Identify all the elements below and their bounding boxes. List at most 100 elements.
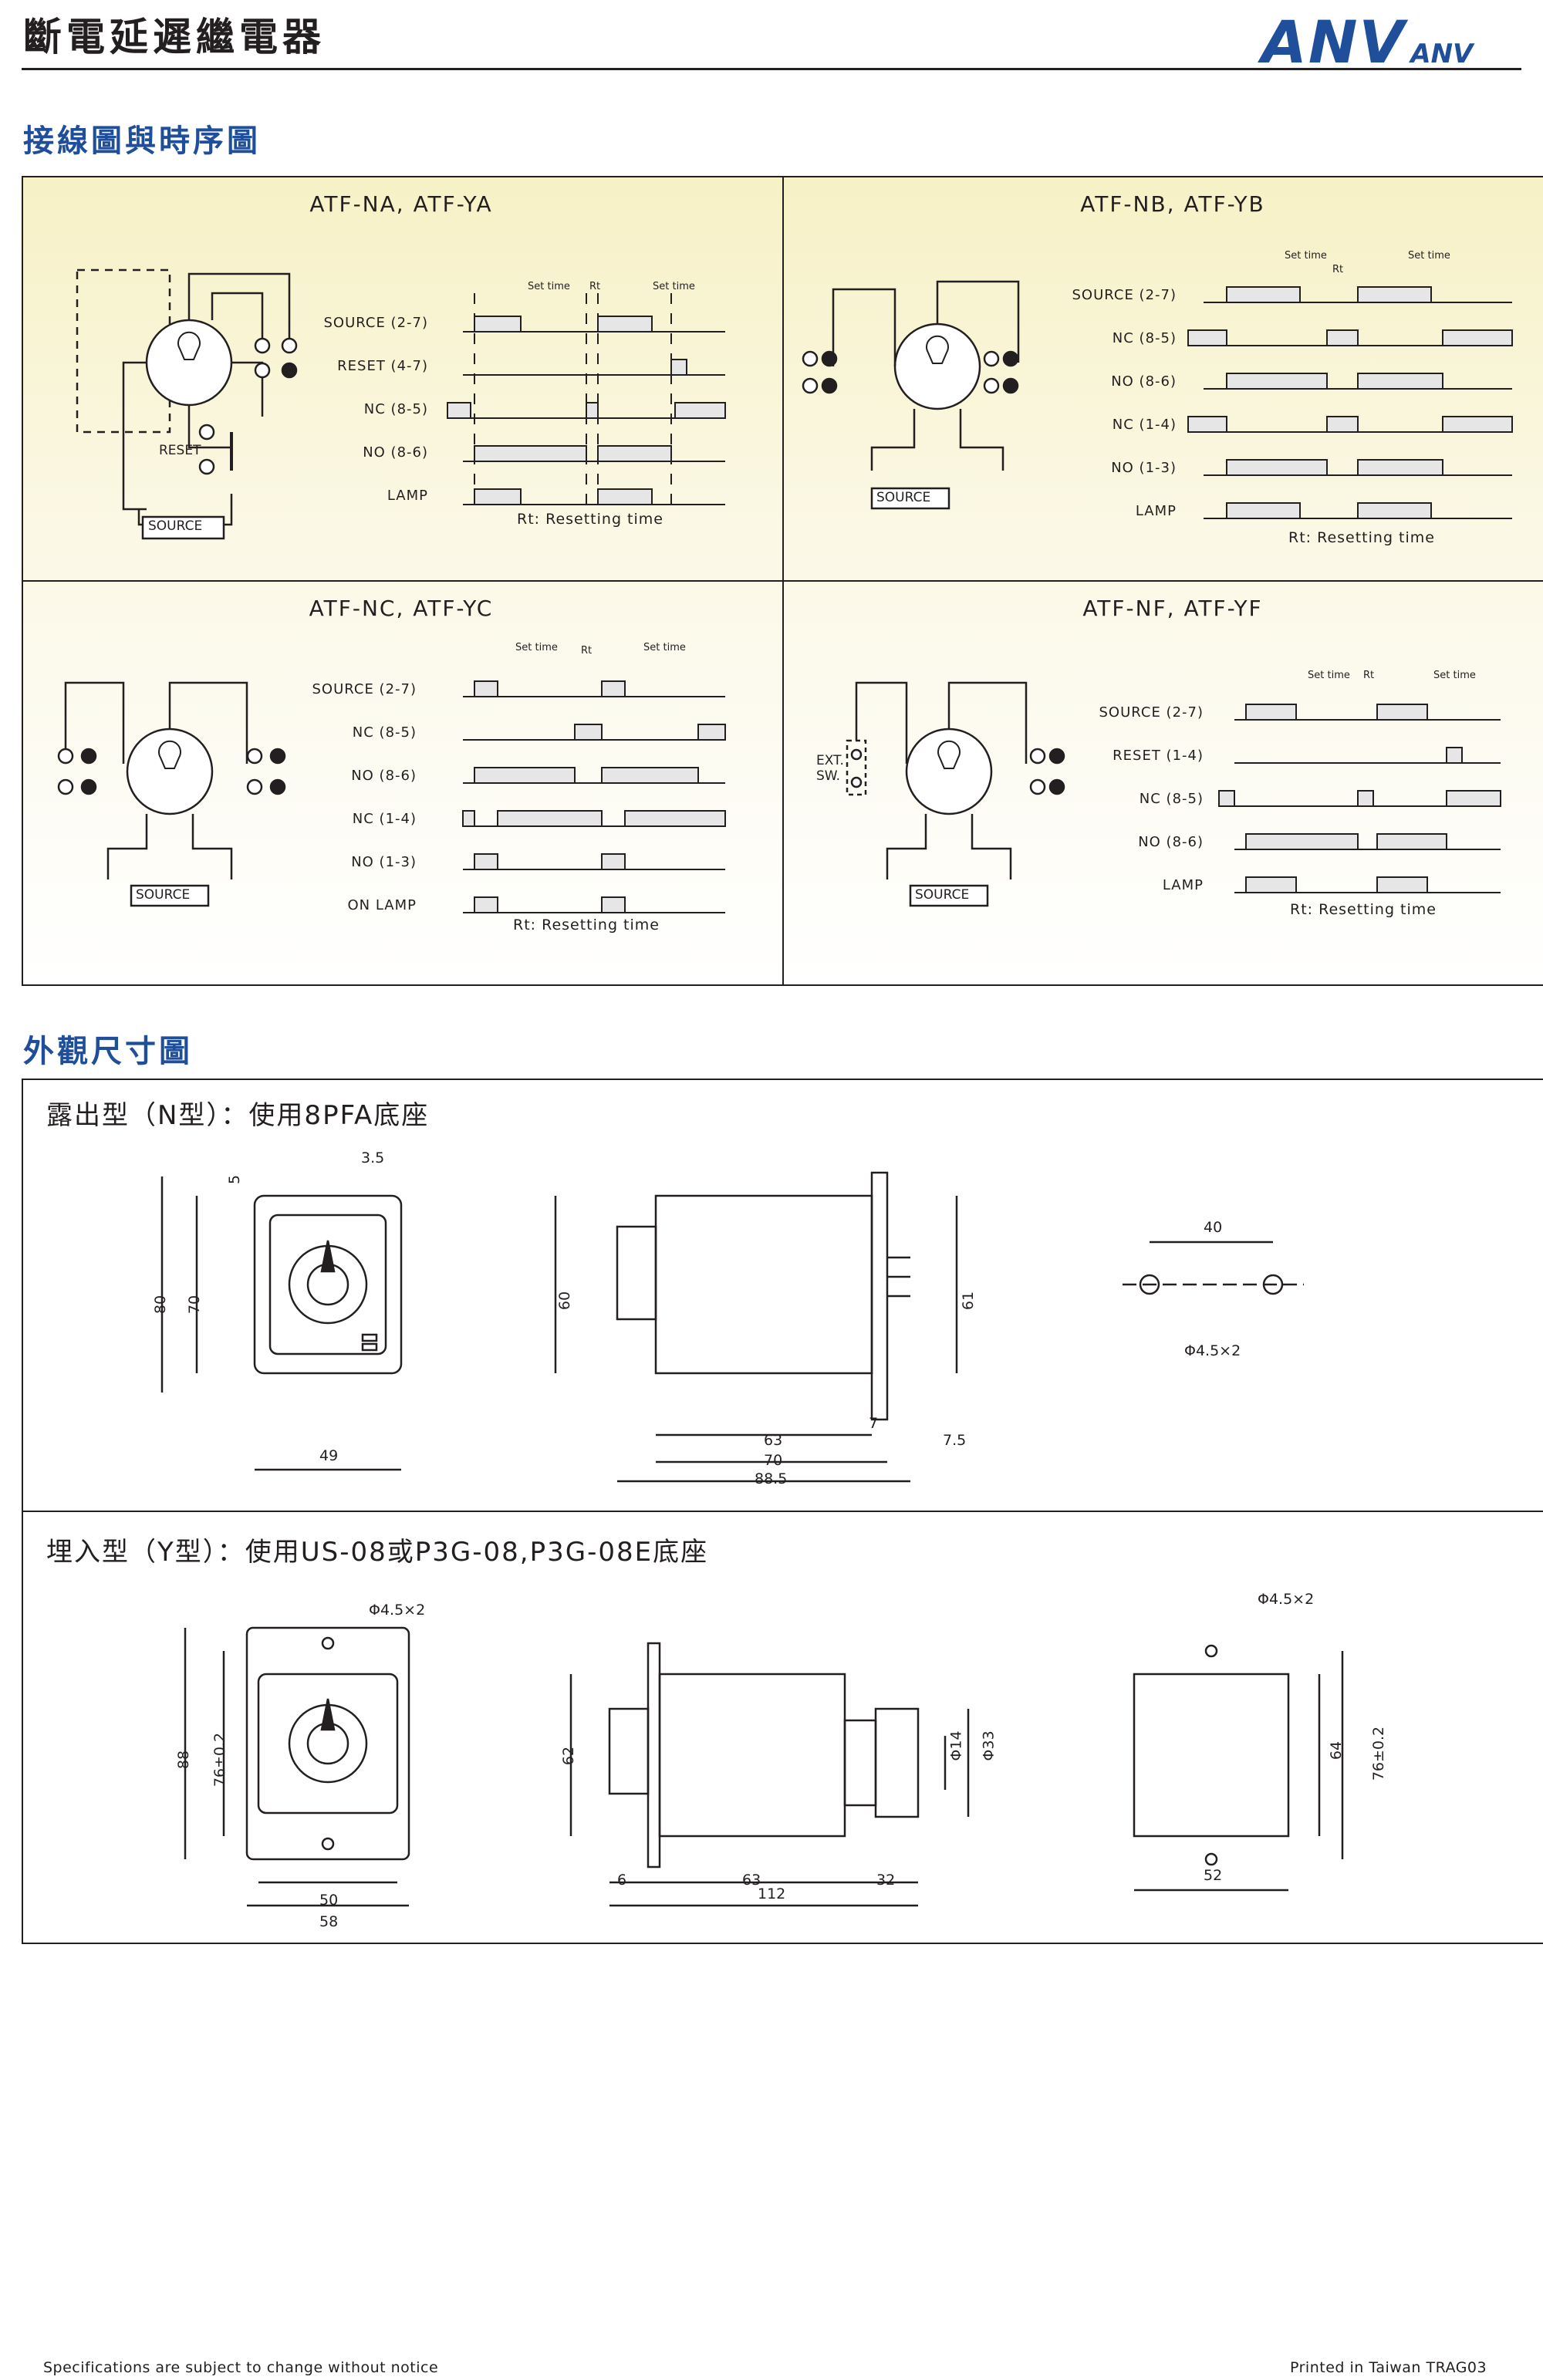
wiring-diagram-nc [57, 681, 286, 907]
dim-label: 76±0.2 [1370, 1726, 1388, 1781]
dim-label: Φ33 [980, 1730, 998, 1761]
source-label: SOURCE [148, 518, 203, 534]
header-rule [22, 68, 1521, 70]
dim-label: 70 [764, 1452, 783, 1469]
signal-label: SOURCE (2-7) [1099, 704, 1204, 721]
wiring-diagram-na [76, 268, 298, 540]
signal-label: NC (1-4) [352, 811, 417, 827]
wiring-diagram-nf [846, 681, 1065, 907]
signal-label: NO (1-3) [351, 854, 417, 870]
rt-label: Rt [1363, 670, 1375, 681]
signal-label: NC (1-4) [1112, 417, 1177, 433]
footer-left: Specifications are subject to change wit… [43, 2359, 439, 2376]
cell-title-nb: ATF-NB, ATF-YB [1080, 191, 1265, 217]
signal-label: LAMP [387, 488, 428, 504]
cell-title-nf: ATF-NF, ATF-YF [1082, 596, 1263, 621]
cell-title-nc: ATF-NC, ATF-YC [309, 596, 494, 621]
signal-label: ON LAMP [347, 897, 417, 913]
signal-label: SOURCE (2-7) [1072, 287, 1177, 303]
signal-label: RESET (4-7) [337, 358, 428, 374]
set-time-label: Set time [653, 281, 695, 292]
signal-label: LAMP [1135, 503, 1177, 519]
set-time-label: Set time [528, 281, 570, 292]
rt-label: Rt [581, 645, 593, 657]
rt-note: Rt: Resetting time [1288, 529, 1435, 546]
logo-small-text: ANV [1410, 39, 1474, 69]
set-time-label: Set time [1285, 250, 1327, 262]
dim-label: 52 [1204, 1867, 1223, 1884]
dim-label: 49 [319, 1447, 339, 1464]
dim-label: Φ4.5×2 [1258, 1591, 1315, 1608]
n-type-title: 露出型（N型）：使用8PFA底座 [46, 1100, 430, 1131]
timing-chart-nc [462, 680, 726, 913]
y-type-title: 埋入型（Y型）：使用US-08或P3G-08,P3G-08E底座 [46, 1537, 709, 1568]
dim-label: Φ4.5×2 [1184, 1342, 1241, 1359]
signal-label: NO (8-6) [351, 768, 417, 784]
dim-label: 32 [876, 1872, 896, 1889]
dim-label: 64 [1328, 1740, 1345, 1761]
set-time-label: Set time [515, 642, 558, 653]
rt-label: Rt [1332, 264, 1344, 275]
dim-label: 88.5 [755, 1470, 788, 1487]
y-side-body [658, 1673, 846, 1838]
n-front-body [253, 1194, 403, 1375]
dimension-section-title: 外觀尺寸圖 [23, 1034, 193, 1069]
signal-label: NO (8-6) [363, 444, 428, 461]
signal-label: SOURCE (2-7) [312, 681, 417, 697]
rt-label: Rt [589, 281, 601, 292]
page-title: 斷電延遲繼電器 [23, 15, 326, 59]
source-label: SOURCE [915, 887, 970, 903]
signal-label: NC (8-5) [1112, 330, 1177, 346]
wiring-diagram-nb [802, 280, 1020, 510]
set-time-label: Set time [1308, 670, 1350, 681]
signal-label: NO (8-6) [1111, 373, 1177, 390]
rt-note: Rt: Resetting time [517, 511, 663, 528]
dim-label: 60 [556, 1291, 574, 1311]
dim-label: 112 [758, 1885, 786, 1902]
dim-label: 3.5 [361, 1149, 385, 1166]
wiring-horizontal-divider [22, 580, 1543, 582]
timing-chart-nb [1187, 286, 1513, 519]
source-label: SOURCE [136, 887, 191, 903]
dim-label: 70 [186, 1295, 204, 1315]
dim-label: 61 [960, 1291, 977, 1311]
dim-label: 7 [869, 1415, 879, 1432]
dim-label: 88 [175, 1750, 193, 1770]
dim-label: 62 [560, 1746, 578, 1766]
dim-label: 58 [319, 1913, 339, 1930]
dimension-graphics [160, 1171, 1344, 1907]
footer-right: Printed in Taiwan TRAG03 [1290, 2359, 1487, 2376]
source-label: SOURCE [876, 490, 931, 505]
dim-label: 40 [1204, 1219, 1223, 1236]
reset-label: RESET [159, 443, 201, 458]
dim-label: 5 [226, 1174, 244, 1185]
dim-label: 80 [152, 1295, 170, 1315]
signal-label: RESET (1-4) [1113, 748, 1204, 764]
signal-label: SOURCE (2-7) [323, 315, 428, 331]
signal-label: NC (8-5) [363, 401, 428, 417]
cell-title-na: ATF-NA, ATF-YA [309, 191, 493, 217]
dim-label: 63 [742, 1872, 761, 1889]
signal-label: NO (1-3) [1111, 460, 1177, 476]
rt-note: Rt: Resetting time [1290, 901, 1437, 918]
wiring-section-title: 接線圖與時序圖 [23, 123, 261, 159]
ext-sw-label: EXT. SW. [816, 753, 844, 784]
y-cutout [1133, 1673, 1290, 1838]
signal-label: LAMP [1162, 877, 1204, 893]
logo-main-text: ANV [1261, 8, 1406, 76]
set-time-label: Set time [1433, 670, 1476, 681]
dim-label: Φ4.5×2 [369, 1602, 426, 1619]
n-side-body [654, 1194, 873, 1375]
signal-label: NO (8-6) [1138, 834, 1204, 850]
dim-label: 63 [764, 1432, 783, 1449]
rt-note: Rt: Resetting time [513, 917, 660, 933]
timing-chart-nf [1218, 704, 1501, 893]
dim-label: Φ14 [947, 1730, 965, 1761]
dimension-divider [22, 1511, 1543, 1512]
dim-label: 6 [617, 1872, 627, 1889]
wiring-graphics [57, 268, 1513, 913]
y-front-panel [245, 1626, 410, 1861]
dim-label: 7.5 [943, 1432, 967, 1449]
set-time-label: Set time [1408, 250, 1450, 262]
